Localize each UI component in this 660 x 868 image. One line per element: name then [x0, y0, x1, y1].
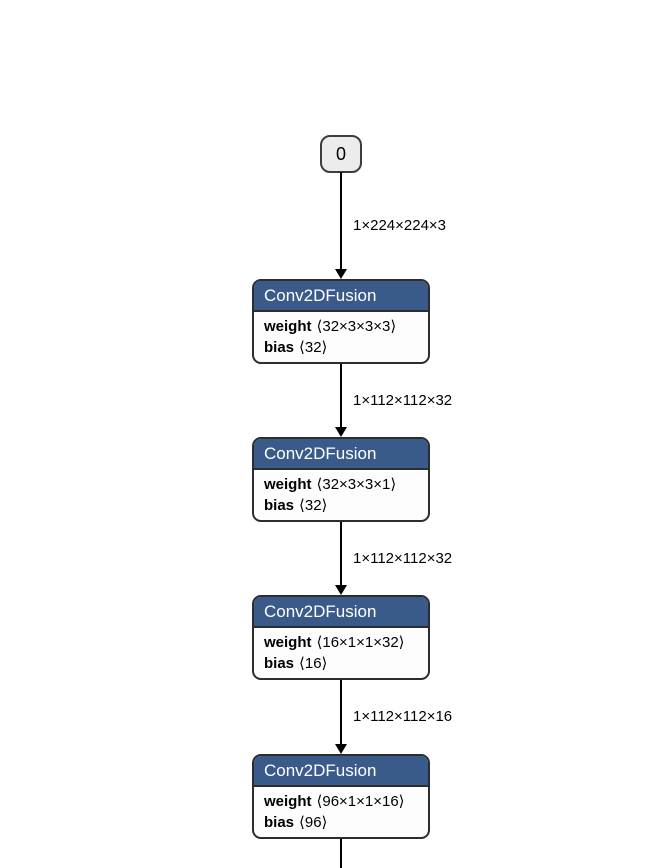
attr-name: weight — [264, 634, 312, 651]
arrowhead-icon — [335, 744, 347, 754]
attr-name: bias — [264, 814, 295, 831]
edge-line — [340, 839, 342, 868]
attr-value: ⟨32⟩ — [299, 339, 328, 356]
arrowhead-icon — [335, 585, 347, 595]
attr-name: bias — [264, 339, 295, 356]
node-header[interactable]: Conv2DFusion — [254, 597, 428, 628]
node-conv2dfusion-4[interactable]: Conv2DFusion weight⟨96×1×1×16⟩ bias⟨96⟩ — [252, 754, 430, 839]
node-body: weight⟨32×3×3×3⟩ bias⟨32⟩ — [254, 312, 428, 362]
edge-label-tensor-shape: 1×224×224×3 — [353, 217, 447, 234]
node-attribute-weight: weight⟨32×3×3×1⟩ — [264, 474, 420, 495]
edge-line — [340, 172, 342, 269]
input-node-label: 0 — [335, 143, 346, 164]
attr-name: weight — [264, 476, 312, 493]
input-node[interactable]: 0 — [320, 135, 362, 173]
attr-name: weight — [264, 318, 312, 335]
edge-label-tensor-shape: 1×112×112×32 — [353, 550, 453, 567]
node-attribute-bias: bias⟨32⟩ — [264, 495, 420, 516]
attr-value: ⟨16⟩ — [299, 655, 328, 672]
edge-line — [340, 364, 342, 427]
attr-value: ⟨16×1×1×32⟩ — [316, 634, 405, 651]
node-header[interactable]: Conv2DFusion — [254, 439, 428, 470]
attr-value: ⟨32×3×3×1⟩ — [316, 476, 397, 493]
node-header[interactable]: Conv2DFusion — [254, 281, 428, 312]
edge-line — [340, 680, 342, 744]
node-body: weight⟨96×1×1×16⟩ bias⟨96⟩ — [254, 787, 428, 837]
attr-value: ⟨32⟩ — [299, 497, 328, 514]
arrowhead-icon — [335, 269, 347, 279]
node-title: Conv2DFusion — [264, 443, 377, 463]
node-conv2dfusion-2[interactable]: Conv2DFusion weight⟨32×3×3×1⟩ bias⟨32⟩ — [252, 437, 430, 522]
node-body: weight⟨32×3×3×1⟩ bias⟨32⟩ — [254, 470, 428, 520]
node-conv2dfusion-3[interactable]: Conv2DFusion weight⟨16×1×1×32⟩ bias⟨16⟩ — [252, 595, 430, 680]
node-attribute-bias: bias⟨96⟩ — [264, 812, 420, 833]
attr-value: ⟨96⟩ — [299, 814, 328, 831]
node-body: weight⟨16×1×1×32⟩ bias⟨16⟩ — [254, 628, 428, 678]
edge-line — [340, 522, 342, 585]
node-attribute-weight: weight⟨32×3×3×3⟩ — [264, 316, 420, 337]
attr-name: weight — [264, 793, 312, 810]
attr-value: ⟨32×3×3×3⟩ — [316, 318, 397, 335]
node-conv2dfusion-1[interactable]: Conv2DFusion weight⟨32×3×3×3⟩ bias⟨32⟩ — [252, 279, 430, 364]
edge-label-tensor-shape: 1×112×112×32 — [353, 392, 453, 409]
node-attribute-weight: weight⟨16×1×1×32⟩ — [264, 632, 420, 653]
node-header[interactable]: Conv2DFusion — [254, 756, 428, 787]
node-title: Conv2DFusion — [264, 601, 377, 621]
node-attribute-weight: weight⟨96×1×1×16⟩ — [264, 791, 420, 812]
attr-value: ⟨96×1×1×16⟩ — [316, 793, 405, 810]
node-title: Conv2DFusion — [264, 760, 377, 780]
attr-name: bias — [264, 497, 295, 514]
node-attribute-bias: bias⟨32⟩ — [264, 337, 420, 358]
node-attribute-bias: bias⟨16⟩ — [264, 653, 420, 674]
edge-label-tensor-shape: 1×112×112×16 — [353, 708, 453, 725]
arrowhead-icon — [335, 427, 347, 437]
node-title: Conv2DFusion — [264, 285, 377, 305]
attr-name: bias — [264, 655, 295, 672]
